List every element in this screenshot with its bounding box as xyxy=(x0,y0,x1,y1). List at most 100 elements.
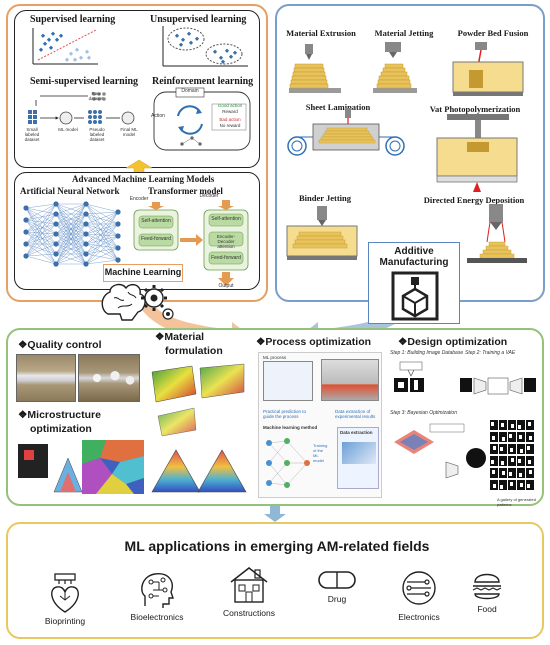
pseudo-labeled-dataset-label: Pseudo labeled dataset xyxy=(89,127,105,142)
learning-types-box xyxy=(14,10,260,168)
nn-node xyxy=(115,245,121,251)
design-optimization-figure xyxy=(394,361,536,490)
nn-node xyxy=(83,201,89,207)
nn-node xyxy=(53,251,59,257)
gallery-label: A gallery of generated patterns xyxy=(497,497,536,507)
nn-node xyxy=(53,261,59,267)
unsupervised-learning-title: Unsupervised learning xyxy=(150,14,247,25)
vat-photopolymerization-illustration xyxy=(436,114,518,192)
action-label: Action xyxy=(151,113,165,119)
fields-title: ML applications in emerging AM-related f… xyxy=(124,538,430,554)
enc-dec-attention-label: Encoder-Decoder attention xyxy=(216,234,236,249)
nn-node xyxy=(53,221,59,227)
am-box-line2: Manufacturing xyxy=(379,256,449,268)
am-box-line1: Additive xyxy=(394,246,434,257)
field-bioelectronics: Bioelectronics xyxy=(112,568,202,622)
transformer-diagram xyxy=(133,200,249,286)
directed-energy-deposition-illustration xyxy=(467,204,527,263)
process-optimization-title: ❖Process optimization xyxy=(256,336,372,348)
material-formulation-title-line1: ❖Material xyxy=(155,331,205,343)
directed-energy-deposition-title: Directed Energy Deposition xyxy=(423,195,525,205)
reinforcement-learning-title: Reinforcement learning xyxy=(152,76,254,87)
process-neural-net xyxy=(266,438,310,488)
neural-network-diagram xyxy=(23,201,121,267)
additive-manufacturing-box: Additive Manufacturing xyxy=(368,242,460,324)
data-extraction-label: Data extraction of experimental results xyxy=(335,409,376,419)
extraction-image xyxy=(342,442,376,464)
final-ml-model-label: Final ML model xyxy=(120,127,138,137)
field-label-drug: Drug xyxy=(327,594,347,604)
ml-process-label: ML process xyxy=(263,355,287,360)
microstructure-images xyxy=(18,440,144,494)
heart-printer-icon xyxy=(51,573,79,613)
data-extraction-title: Data extraction xyxy=(340,430,373,435)
nn-node xyxy=(53,231,59,237)
field-label-food: Food xyxy=(477,604,497,614)
encoder-label: Encoder xyxy=(129,196,149,202)
material-extrusion-illustration xyxy=(289,44,341,93)
chip-icon xyxy=(402,571,436,605)
nn-node xyxy=(53,241,59,247)
microstructure-title-line1: ❖Microstructure xyxy=(18,409,101,421)
no-reward-label: No reward xyxy=(219,123,241,128)
field-constructions: Constructions xyxy=(204,564,294,618)
decoder-feed-forward-label: Feed-forward xyxy=(211,255,241,261)
nn-node xyxy=(83,221,89,227)
sheet-lamination-illustration xyxy=(287,108,405,156)
supervised-learning-title: Supervised learning xyxy=(30,14,116,25)
nn-node xyxy=(83,261,89,267)
house-icon xyxy=(230,567,268,603)
brain-gears-icon xyxy=(101,283,174,321)
vat-photopolymerization-title: Vat Photopolymerization xyxy=(429,104,521,114)
binder-jetting-illustration xyxy=(286,206,358,260)
nn-node xyxy=(83,241,89,247)
field-label-constructions: Constructions xyxy=(223,608,275,618)
decoder-self-attention-label: Self-attention xyxy=(211,216,241,222)
material-formulation-title-line2: formulation xyxy=(165,345,223,357)
bad-action-label: Bad action xyxy=(219,117,241,122)
step1-label: Step 1: Building Image Database xyxy=(390,350,464,356)
encoder-feed-forward-label: Feed-forward xyxy=(141,236,171,242)
nn-node xyxy=(83,211,89,217)
small-labeled-dataset-label: Small labeled dataset xyxy=(24,127,40,142)
design-optimization-title: ❖Design optimization xyxy=(398,336,508,348)
circuit-head-icon xyxy=(141,573,174,608)
step2-label: Step 2: Training a VAE xyxy=(465,350,516,356)
nn-node xyxy=(23,217,29,223)
nn-node xyxy=(53,211,59,217)
quality-control-image-left xyxy=(16,354,76,402)
reinforcement-loop-diagram xyxy=(153,87,251,151)
encoder-self-attention-label: Self-attention xyxy=(141,218,171,224)
material-formulation-plots xyxy=(151,363,247,493)
nn-node xyxy=(115,221,121,227)
burger-icon xyxy=(472,573,502,600)
3d-printer-icon xyxy=(391,271,439,321)
process-optimization-figure: ML process Practical prediction to guide… xyxy=(258,352,382,498)
semi-supervised-diagram xyxy=(28,92,135,125)
decoder-label: Decoder xyxy=(199,193,219,199)
machine-learning-method-label: Machine learning method xyxy=(263,425,318,430)
material-jetting-illustration xyxy=(373,42,417,93)
field-bioprinting: Bioprinting xyxy=(20,572,110,626)
field-label-bioprinting: Bioprinting xyxy=(44,616,86,626)
transformer-title: Transformer model xyxy=(148,186,223,196)
ml-model-label: ML model xyxy=(58,127,78,132)
quality-control-title: ❖Quality control xyxy=(18,339,102,351)
data-extraction-box: Data extraction xyxy=(337,427,379,489)
training-model-label: Training of the ML model xyxy=(313,443,328,463)
semi-supervised-learning-title: Semi-supervised learning xyxy=(30,76,139,87)
melt-pool-image xyxy=(321,359,379,401)
powder-bed-fusion-title: Powder Bed Fusion xyxy=(457,28,529,38)
field-food: Food xyxy=(442,568,532,614)
am-process-illustrations xyxy=(286,42,527,263)
capsule-icon xyxy=(318,571,356,589)
nn-node xyxy=(83,231,89,237)
quality-control-image-right xyxy=(78,354,140,402)
nn-node xyxy=(23,241,29,247)
nn-node xyxy=(83,251,89,257)
material-jetting-title: Material Jetting xyxy=(374,28,434,38)
nn-node xyxy=(115,233,121,239)
nn-node xyxy=(115,209,121,215)
field-drug: Drug xyxy=(292,568,382,604)
nn-node xyxy=(23,229,29,235)
